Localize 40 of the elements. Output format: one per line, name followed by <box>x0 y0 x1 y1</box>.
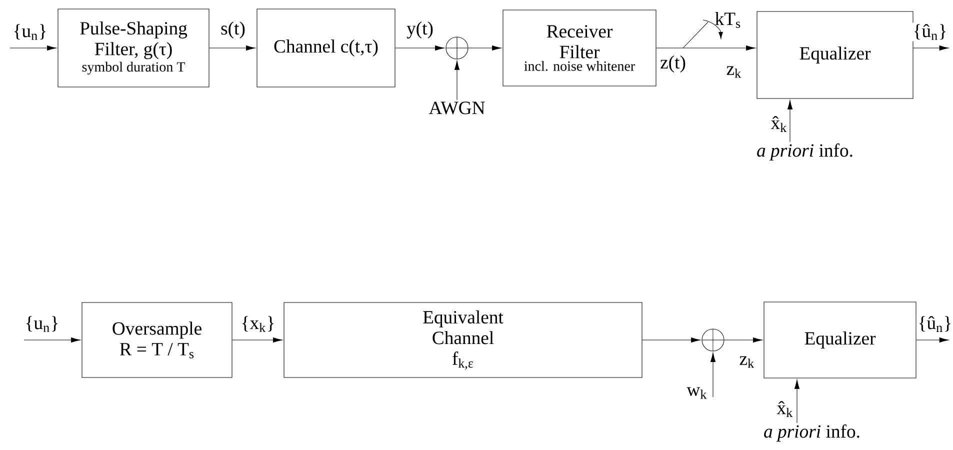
edge-label: y(t) <box>405 20 435 40</box>
process-box: Equalizer <box>764 302 916 378</box>
signal-label: AWGN <box>428 102 485 114</box>
edge-label: {û$_{n}$} <box>911 22 949 42</box>
signal-label: x̂$_{k}$ <box>776 401 793 417</box>
arrow <box>232 337 282 343</box>
arrow <box>710 352 716 398</box>
signal-label: a priori info. <box>764 424 860 442</box>
process-box: Equalizer <box>756 11 914 99</box>
arrow <box>656 45 756 51</box>
arrow <box>787 100 793 142</box>
arrow <box>395 45 444 51</box>
edge-label: s(t) <box>219 20 247 40</box>
arrow <box>916 337 949 343</box>
edge-label: {u$_{n}$} <box>11 22 49 42</box>
arrow <box>10 45 56 51</box>
edge-label: {u$_{n}$} <box>23 314 61 334</box>
arrow <box>642 337 700 343</box>
signal-label: z(t) <box>660 56 686 72</box>
arrow <box>913 45 949 51</box>
arrow <box>24 337 80 343</box>
arrow <box>468 45 502 51</box>
process-box: Channel c(t,τ) <box>256 8 396 88</box>
edge-label: {x$_{k}$} <box>239 314 277 334</box>
arrow <box>794 380 800 424</box>
signal-label: x̂$_{k}$ <box>770 116 787 132</box>
edge-label: z$_{k}$ <box>738 354 756 370</box>
edge-label: {û$_{n}$} <box>916 314 953 334</box>
signal-label: a priori info. <box>757 143 852 161</box>
process-box: Pulse-Shaping Filter, g(τ) symbol duration T <box>58 8 210 88</box>
arrow <box>454 60 460 100</box>
signal-label: z$_{k}$ <box>726 66 742 78</box>
arrow <box>209 45 256 51</box>
adder-circle <box>702 328 724 352</box>
process-box: Receiver Filter incl. noise whitener <box>502 10 656 86</box>
process-box: Equivalent Channel f$_{k,ε}$ <box>284 302 642 378</box>
edge-label: w$_{k}$ <box>685 386 709 400</box>
process-box: Oversample R = T / T$_{s}$ <box>82 302 232 378</box>
arrow <box>724 337 762 343</box>
adder-circle <box>446 36 468 60</box>
